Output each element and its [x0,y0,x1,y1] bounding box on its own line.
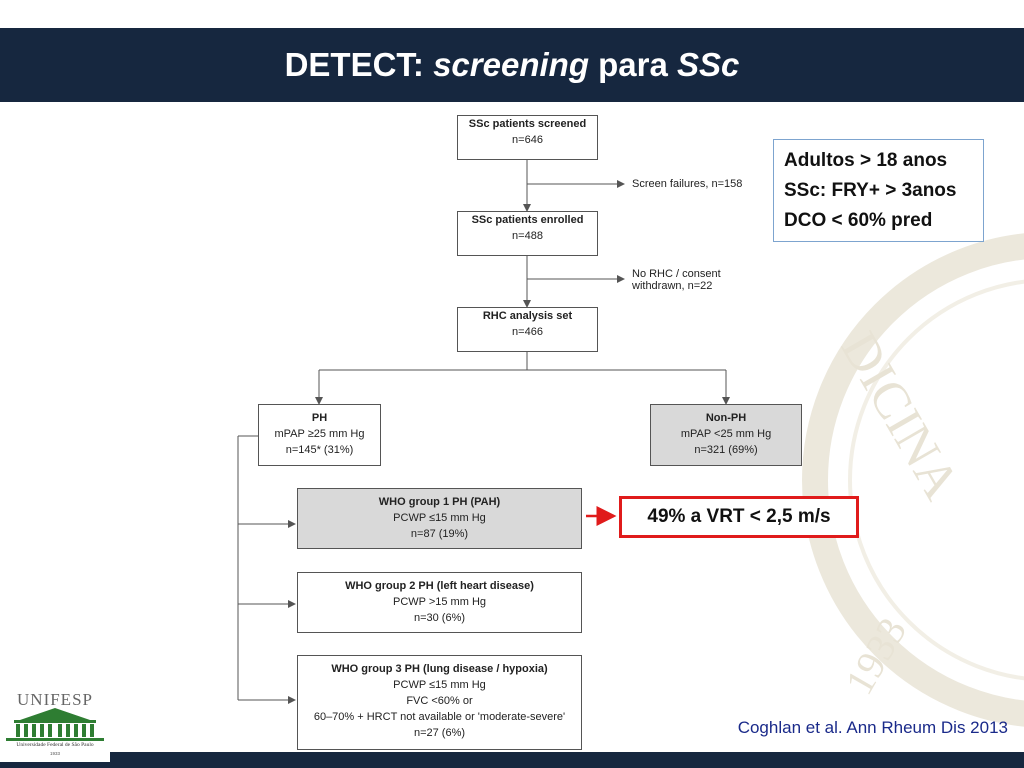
box-ph: PH mPAP ≥25 mm Hg n=145* (31%) [258,404,381,466]
watermark-seal: DICINA 1933 [802,233,1024,727]
box-rhc: RHC analysis set n=466 [457,307,598,352]
box-enrolled-title: SSc patients enrolled [471,214,584,226]
box-group3-line1: PCWP ≤15 mm Hg [393,679,486,691]
box-group3: WHO group 3 PH (lung disease / hypoxia) … [297,655,582,750]
logo-year: 1933 [49,751,60,756]
highlight-box: 49% a VRT < 2,5 m/s [619,496,859,538]
box-group2: WHO group 2 PH (left heart disease) PCWP… [297,572,582,633]
highlight-text: 49% a VRT < 2,5 m/s [647,506,831,527]
logo-subtitle: Universidade Federal de São Paulo [16,742,94,748]
box-nonph-title: Non-PH [705,412,747,424]
box-group3-line2: FVC <60% or [406,695,473,707]
box-group3-line3: 60–70% + HRCT not available or 'moderate… [313,711,566,723]
box-group1: WHO group 1 PH (PAH) PCWP ≤15 mm Hg n=87… [297,488,582,549]
criteria-box: Adultos > 18 anos SSc: FRY+ > 3anos DCO … [773,139,984,242]
building-icon [6,708,104,741]
box-ph-n: n=145* (31%) [285,444,354,456]
no-rhc-label: No RHC / consent withdrawn, n=22 [632,268,721,292]
criteria-line-3: DCO < 60% pred [784,210,933,231]
box-enrolled-n: n=488 [512,230,543,242]
box-group2-title: WHO group 2 PH (left heart disease) [345,580,534,592]
box-nonph-line1: mPAP <25 mm Hg [680,428,772,440]
box-ph-title: PH [311,412,328,424]
box-group1-line1: PCWP ≤15 mm Hg [393,512,486,524]
box-nonph-n: n=321 (69%) [694,444,758,456]
screen-failures-label: Screen failures, n=158 [632,178,743,190]
box-enrolled: SSc patients enrolled n=488 [457,211,598,256]
box-nonph: Non-PH mPAP <25 mm Hg n=321 (69%) [650,404,802,466]
box-rhc-n: n=466 [512,326,543,338]
box-group3-title: WHO group 3 PH (lung disease / hypoxia) [331,663,548,675]
box-group1-n: n=87 (19%) [410,528,469,540]
bottom-bar [0,752,1024,768]
slide-title: DETECT: screening para SSc [284,46,740,83]
box-screened-n: n=646 [512,134,543,146]
box-group2-line1: PCWP >15 mm Hg [392,596,487,608]
criteria-line-1: Adultos > 18 anos [784,150,948,171]
logo-name: UNIFESP [17,690,93,709]
title-bar: DETECT: screening para SSc [0,28,1024,102]
box-group2-n: n=30 (6%) [413,612,466,624]
box-screened: SSc patients screened n=646 [457,115,598,160]
box-rhc-title: RHC analysis set [482,310,573,322]
citation: Coghlan et al. Ann Rheum Dis 2013 [737,718,1008,737]
box-group1-title: WHO group 1 PH (PAH) [378,496,501,508]
unifesp-logo: UNIFESP Universidade Federal de São Paul… [0,690,110,762]
box-screened-title: SSc patients screened [468,118,587,130]
criteria-line-2: SSc: FRY+ > 3anos [784,180,957,201]
box-group3-n: n=27 (6%) [413,727,466,739]
box-ph-line1: mPAP ≥25 mm Hg [274,428,365,440]
